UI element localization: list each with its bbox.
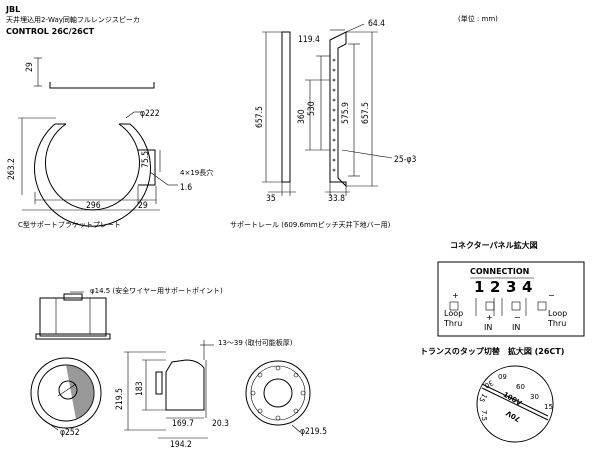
slot-label: 4×19長穴 (180, 169, 214, 177)
connector-title: コネクターパネル拡大図 (450, 241, 538, 250)
dim-phi219-5: φ219.5 (300, 427, 327, 437)
dim-1-6: 1.6 (180, 183, 193, 193)
dim-263-2: 263.2 (7, 158, 17, 180)
in-plus-label: IN (484, 323, 493, 332)
support-point-label: φ14.5 (安全ワイヤー用サポートポイント) (90, 287, 223, 295)
unit-label: (単位 : mm) (458, 15, 498, 23)
in-minus-label: IN (512, 323, 521, 332)
loop-right-2: Thru (548, 319, 567, 328)
dim-64-4: 64.4 (368, 19, 386, 29)
terminal-3: 3 (506, 278, 517, 296)
loop-left-2: Thru (444, 319, 463, 328)
speaker-rear-view (245, 360, 311, 433)
connector-panel (437, 261, 585, 337)
bracket-caption: C型サポートブラケットプレート (18, 221, 121, 229)
product-subtitle: 天井埋込用2-Way同軸フルレンジスピーカ (6, 16, 140, 24)
rail-caption: サポートレール (609.6mmピッチ天井下地バー用) (230, 221, 391, 229)
dim-75-5: 75.5 (141, 150, 151, 168)
dim-296: 296 (86, 201, 101, 211)
loop-right-1: Loop (548, 309, 568, 318)
dim-phi252: φ252 (60, 428, 80, 438)
tap-switch (476, 365, 554, 443)
tap-label-30-bottom: 30 (530, 393, 539, 401)
minus-sign-right: − (548, 291, 555, 300)
dim-219-5-side: 219.5 (115, 388, 125, 410)
plus-sign-left: + (452, 291, 459, 300)
dim-575-9: 575.9 (341, 102, 351, 124)
dim-phi222: φ222 (140, 109, 160, 119)
dim-183: 183 (135, 381, 145, 396)
dim-119-4: 119.4 (298, 35, 320, 45)
dim-194-2: 194.2 (170, 440, 192, 450)
bracket-c-ring (18, 111, 178, 227)
tap-label-60-bottom: 60 (516, 383, 525, 391)
support-rail (262, 23, 393, 196)
speaker-profile-view (124, 340, 214, 439)
tap-label-7-5: 7.5 (480, 409, 489, 422)
in-minus-sign: − (514, 313, 521, 322)
terminal-4: 4 (522, 278, 533, 296)
terminal-1: 1 (474, 278, 485, 296)
in-plus-sign: + (486, 313, 493, 322)
tap-label-60-top: 60 (498, 372, 507, 380)
dim-33-8: 33.8 (328, 194, 346, 204)
tap-title: トランスのタップ切替 拡大図 (26CT) (420, 347, 565, 356)
speaker-front-view (30, 357, 102, 431)
dim-bracket-29-top: 29 (25, 62, 35, 72)
dim-169-7: 169.7 (172, 419, 194, 429)
dim-29-bottom: 29 (138, 201, 148, 211)
holes-label: 25-φ3 (394, 155, 417, 165)
dim-657-5-right: 657.5 (361, 102, 371, 124)
tap-label-15-bottom: 15 (544, 403, 553, 411)
board-thickness-label: 13～39 (取付可能板厚) (218, 339, 293, 347)
loop-left-1: Loop (444, 309, 464, 318)
dim-530: 530 (307, 101, 317, 116)
connection-label: CONNECTION (470, 267, 530, 276)
terminal-2: 2 (490, 278, 501, 296)
dim-360: 360 (297, 109, 307, 124)
rail-holes (332, 58, 336, 172)
model-name: CONTROL 26C/26CT (6, 27, 95, 36)
dim-20-3: 20.3 (212, 419, 230, 429)
brand-label: JBL (6, 5, 21, 14)
bracket-top-view (34, 57, 155, 89)
dim-657-5-left: 657.5 (255, 106, 265, 128)
dim-35: 35 (266, 194, 276, 204)
speaker-side-view (35, 291, 111, 340)
